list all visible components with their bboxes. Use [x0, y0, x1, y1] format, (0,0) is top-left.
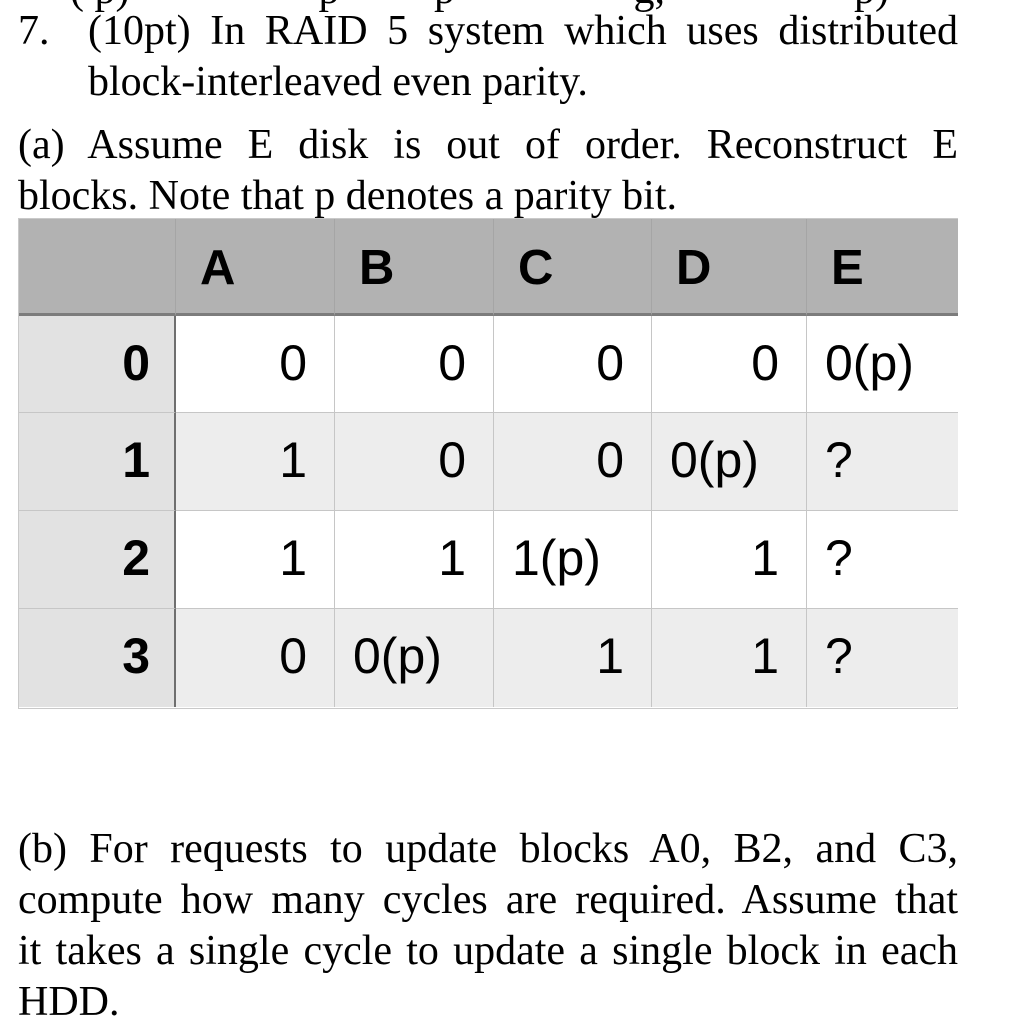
part-b-line-1: (b) For requests to update blocks A0, B2… — [18, 826, 958, 872]
part-a-paragraph: (a) Assume E disk is out of order. Recon… — [18, 120, 958, 222]
cell-e2-missing: ? — [807, 511, 958, 609]
cell-a2: 1 — [176, 511, 335, 609]
table-header-disk-b: B — [335, 219, 494, 316]
cell-d0: 0 — [652, 316, 807, 413]
cell-a1: 1 — [176, 413, 334, 510]
clipped-previous-line-text: ( p) p p g, p) — [70, 0, 950, 11]
cell-e1-missing: ? — [807, 413, 958, 510]
cell-a0: 0 — [176, 316, 335, 413]
part-a-line-2: blocks. Note that p denotes a parity bit… — [18, 173, 678, 219]
row-label-3: 3 — [19, 609, 176, 707]
row-label-2: 2 — [19, 511, 176, 609]
cell-d2: 1 — [652, 511, 807, 609]
question-number: 7. — [18, 8, 50, 54]
cell-a3: 0 — [176, 609, 334, 707]
question-line-1: (10pt) In RAID 5 system which uses distr… — [88, 8, 958, 54]
cell-b0: 0 — [335, 316, 494, 413]
cell-d3: 1 — [652, 609, 806, 707]
table-header-corner — [19, 219, 176, 316]
raid5-block-table: A B C D E 0 0 0 0 0 0(p) 1 1 0 0 0(p) ? … — [18, 218, 958, 709]
cell-c1: 0 — [494, 413, 651, 510]
row-label-0: 0 — [19, 316, 176, 413]
part-b-line-2: compute how many cycles are required. As… — [18, 877, 958, 923]
table-header-disk-c: C — [494, 219, 652, 316]
cell-b3-parity: 0(p) — [335, 609, 493, 707]
part-b-line-4: HDD. — [18, 979, 120, 1025]
cell-e0-parity: 0(p) — [807, 316, 958, 413]
cell-b2: 1 — [335, 511, 494, 609]
cell-c0: 0 — [494, 316, 652, 413]
question-line-2: block-interleaved even parity. — [88, 59, 588, 105]
table-header-disk-a: A — [176, 219, 335, 316]
part-b-paragraph: (b) For requests to update blocks A0, B2… — [18, 824, 958, 1028]
cell-c3: 1 — [494, 609, 651, 707]
table-header-disk-d: D — [652, 219, 807, 316]
table-header-disk-e: E — [807, 219, 958, 316]
cell-e3-missing: ? — [807, 609, 958, 707]
question-7: 7. (10pt) In RAID 5 system which uses di… — [18, 6, 958, 108]
cell-d1-parity: 0(p) — [652, 413, 806, 510]
row-label-1: 1 — [19, 413, 176, 511]
part-a-line-1: (a) Assume E disk is out of order. Recon… — [18, 122, 958, 168]
part-b-line-3: it takes a single cycle to update a sing… — [18, 928, 958, 974]
cell-b1: 0 — [335, 413, 493, 510]
clipped-previous-line: ( p) p p g, p) — [70, 0, 950, 17]
cell-c2-parity: 1(p) — [494, 511, 652, 609]
question-text: (10pt) In RAID 5 system which uses distr… — [88, 6, 958, 108]
